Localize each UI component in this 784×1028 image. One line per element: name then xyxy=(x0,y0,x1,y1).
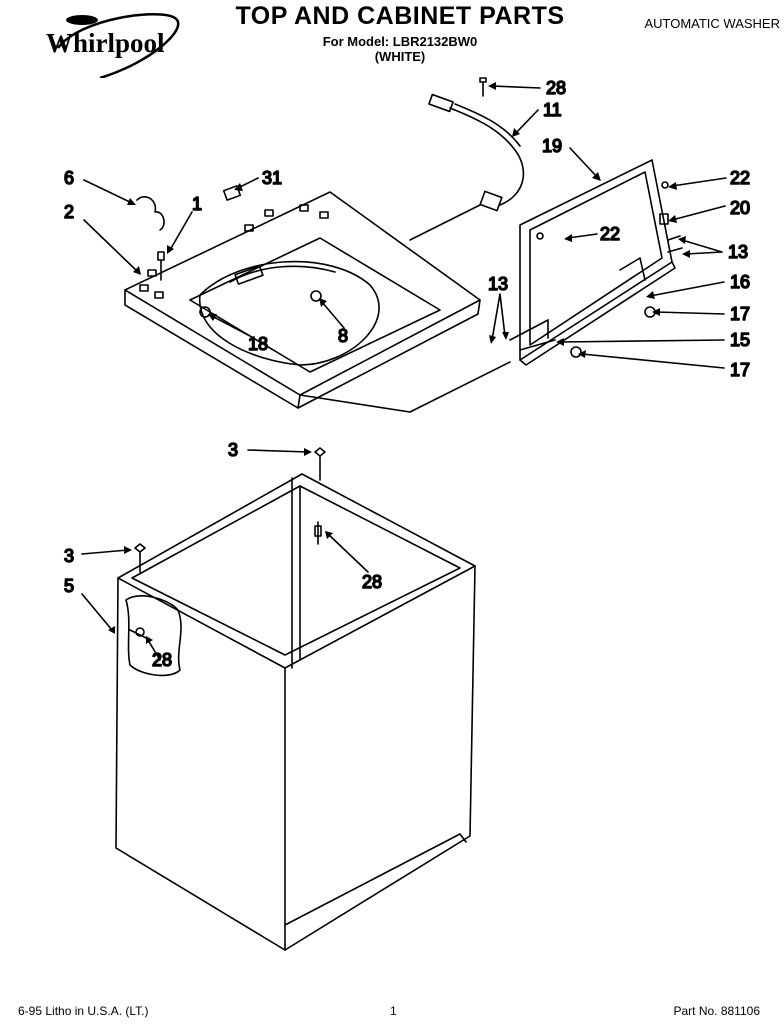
callout-leaders xyxy=(81,85,727,661)
wire-harness xyxy=(409,93,525,241)
callout-17: 17 xyxy=(730,360,750,380)
callout-15: 15 xyxy=(730,330,750,350)
print-info: 6-95 Litho in U.S.A. (LT.) xyxy=(18,1004,149,1018)
document-type: AUTOMATIC WASHER xyxy=(644,16,780,31)
callout-18: 18 xyxy=(248,334,268,354)
callout-8: 8 xyxy=(338,326,348,346)
callout-5: 5 xyxy=(64,576,74,596)
callout-20: 20 xyxy=(730,198,750,218)
callout-13: 13 xyxy=(488,274,508,294)
callout-3: 3 xyxy=(64,546,74,566)
callout-28: 28 xyxy=(362,572,382,592)
loose-parts xyxy=(134,77,487,573)
part-number: Part No. 881106 xyxy=(673,1004,760,1018)
callout-13: 13 xyxy=(728,242,748,262)
model-number: For Model: LBR2132BW0 xyxy=(322,34,478,49)
callout-11: 11 xyxy=(543,100,562,120)
callout-22: 22 xyxy=(600,224,620,244)
callout-6: 6 xyxy=(64,168,74,188)
callout-22: 22 xyxy=(730,168,750,188)
callout-17: 17 xyxy=(730,304,750,324)
lid-assembly xyxy=(509,159,683,366)
brand-logotype: Whirlpool xyxy=(46,28,165,58)
callout-arrowheads xyxy=(108,82,690,644)
whirlpool-logo: Whirlpool xyxy=(46,13,180,78)
callout-31: 31 xyxy=(262,168,282,188)
callout-19: 19 xyxy=(542,136,562,156)
page-title: TOP AND CABINET PARTS xyxy=(235,2,565,30)
callout-28: 28 xyxy=(152,650,172,670)
callout-1: 1 xyxy=(192,194,202,214)
callout-16: 16 xyxy=(730,272,750,292)
callout-labels: 28 11 19 22 22 20 13 16 17 15 17 13 6 31… xyxy=(63,77,751,671)
cabinet xyxy=(115,473,476,951)
model-color: (WHITE) xyxy=(374,49,426,64)
callout-3: 3 xyxy=(228,440,238,460)
top-panel xyxy=(124,191,511,413)
callout-28: 28 xyxy=(546,78,566,98)
callout-2: 2 xyxy=(64,202,74,222)
page-number: 1 xyxy=(390,1004,397,1018)
